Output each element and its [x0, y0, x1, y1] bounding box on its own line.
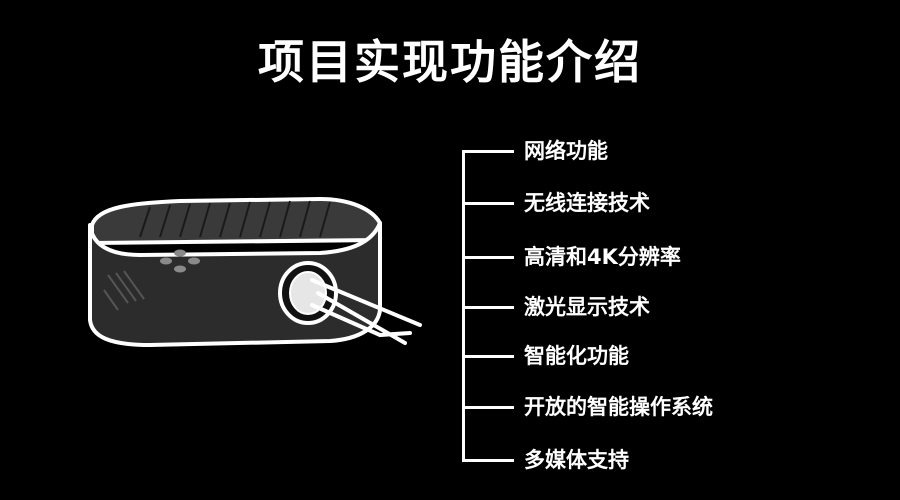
branch-line — [462, 256, 514, 259]
feature-label: 高清和4K分辨率 — [524, 245, 681, 269]
branch-line — [462, 355, 514, 358]
page-title: 项目实现功能介绍 — [258, 35, 642, 89]
side-texture — [103, 270, 145, 311]
dpad-icon — [160, 249, 200, 273]
projector-illustration — [88, 197, 422, 347]
branch-line — [462, 202, 514, 205]
branch-line — [462, 406, 514, 409]
feature-label: 开放的智能操作系统 — [524, 395, 713, 419]
branch-line — [462, 306, 514, 309]
branch-line — [462, 150, 514, 153]
light-beam-icon — [310, 278, 422, 345]
feature-tree: 网络功能 无线连接技术 高清和4K分辨率 激光显示技术 智能化功能 开放的智能操… — [462, 139, 882, 472]
feature-label: 智能化功能 — [524, 344, 629, 368]
branch-line — [462, 459, 514, 462]
feature-label: 网络功能 — [524, 139, 608, 163]
feature-label: 无线连接技术 — [524, 191, 650, 215]
top-texture — [139, 200, 331, 238]
feature-label: 多媒体支持 — [524, 448, 629, 472]
projector-top-face — [90, 197, 382, 245]
feature-label: 激光显示技术 — [524, 295, 650, 319]
